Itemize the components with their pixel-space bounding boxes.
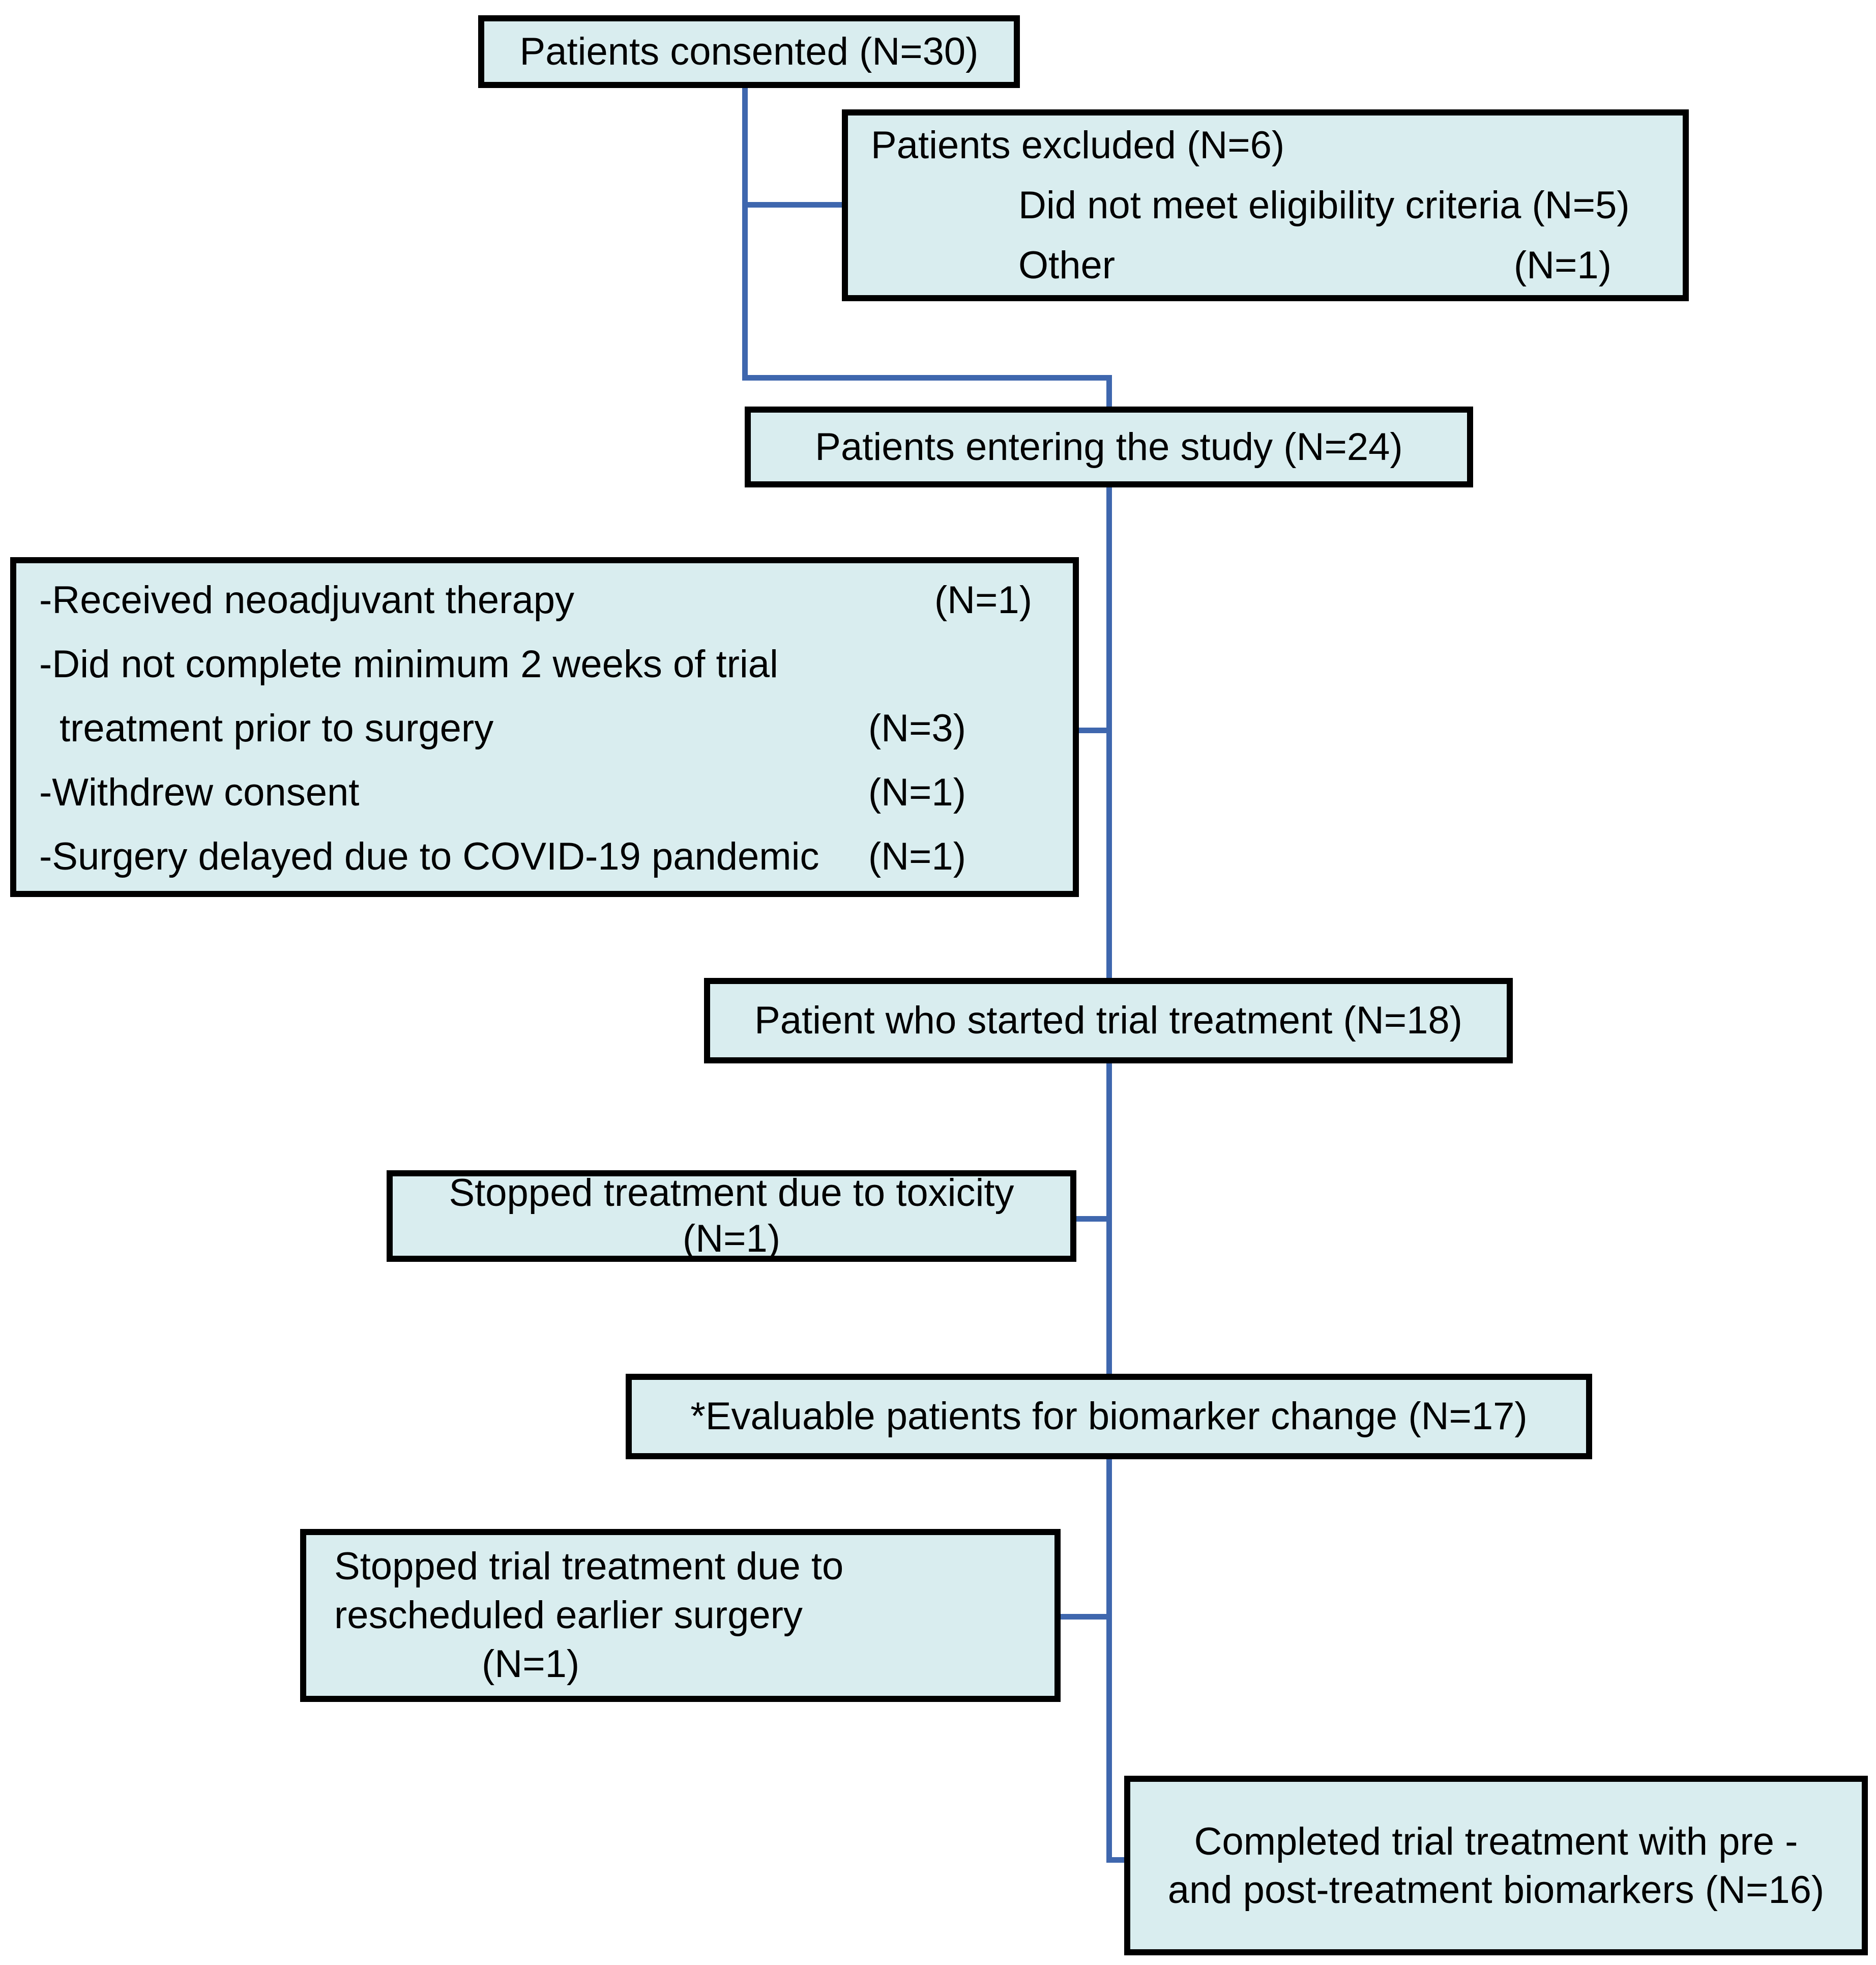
reason-withdrew-label: -Withdrew consent <box>39 771 360 814</box>
reason-neoadjuvant-value: (N=1) <box>934 579 1032 622</box>
box-patients-consented: Patients consented (N=30) <box>478 15 1020 88</box>
reason-row-incomplete-line2: treatment prior to surgery (N=3) <box>39 697 1042 761</box>
box-patients-excluded: Patients excluded (N=6) Did not meet eli… <box>842 109 1689 301</box>
patients-consented-label: Patients consented (N=30) <box>519 30 979 73</box>
reason-row-incomplete-line1: -Did not complete minimum 2 weeks of tri… <box>39 632 1042 697</box>
excluded-other-label: Other <box>1018 243 1116 287</box>
stopped-surgery-line1: Stopped trial treatment due to <box>334 1545 844 1588</box>
reason-prior-surgery-value: (N=3) <box>868 707 966 750</box>
excluded-title-row: Patients excluded (N=6) <box>871 115 1660 176</box>
excluded-title: Patients excluded (N=6) <box>871 123 1285 167</box>
evaluable-patients-label: *Evaluable patients for biomarker change… <box>690 1395 1528 1438</box>
stopped-toxicity-label: Stopped treatment due to toxicity <box>449 1171 1014 1215</box>
reason-row-covid: -Surgery delayed due to COVID-19 pandemi… <box>39 825 1042 889</box>
box-exclusion-reasons: -Received neoadjuvant therapy (N=1) -Did… <box>10 557 1079 897</box>
reason-prior-surgery-label: treatment prior to surgery <box>60 707 494 750</box>
reason-row-neoadjuvant: -Received neoadjuvant therapy (N=1) <box>39 568 1042 632</box>
connector-main-vertical <box>1106 375 1112 1863</box>
reason-covid-value: (N=1) <box>868 835 966 878</box>
completed-treatment-line1: Completed trial treatment with pre - <box>1194 1819 1798 1863</box>
box-patients-entering: Patients entering the study (N=24) <box>745 407 1473 487</box>
excluded-eligibility-label: Did not meet eligibility criteria (N=5) <box>1018 183 1630 227</box>
connector-branch-toxicity <box>1073 1216 1111 1222</box>
connector-branch-reasons <box>1076 728 1111 733</box>
reason-row-withdrew: -Withdrew consent (N=1) <box>39 761 1042 825</box>
box-evaluable-patients: *Evaluable patients for biomarker change… <box>626 1374 1592 1459</box>
box-stopped-toxicity: Stopped treatment due to toxicity (N=1) <box>387 1170 1076 1262</box>
reason-incomplete-label: -Did not complete minimum 2 weeks of tri… <box>39 643 778 686</box>
stopped-surgery-line2: rescheduled earlier surgery <box>334 1594 803 1637</box>
reason-neoadjuvant-label: -Received neoadjuvant therapy <box>39 579 575 622</box>
box-started-treatment: Patient who started trial treatment (N=1… <box>704 978 1513 1063</box>
reason-withdrew-value: (N=1) <box>868 771 966 814</box>
box-completed-treatment: Completed trial treatment with pre - and… <box>1124 1776 1868 1955</box>
reason-covid-label: -Surgery delayed due to COVID-19 pandemi… <box>39 835 819 878</box>
connector-stub-completed <box>1106 1857 1127 1863</box>
excluded-other-row: Other (N=1) <box>871 236 1660 296</box>
stopped-toxicity-value: (N=1) <box>682 1217 781 1260</box>
completed-treatment-line2: and post-treatment biomarkers (N=16) <box>1167 1868 1825 1912</box>
connector-branch-excluded <box>742 202 844 208</box>
connector-elbow-horizontal <box>742 375 1112 381</box>
connector-branch-stopped-surgery <box>1057 1614 1111 1620</box>
started-treatment-label: Patient who started trial treatment (N=1… <box>754 999 1462 1043</box>
excluded-eligibility-row: Did not meet eligibility criteria (N=5) <box>871 176 1660 236</box>
stopped-surgery-value: (N=1) <box>482 1642 580 1686</box>
excluded-other-value: (N=1) <box>1513 243 1611 287</box>
box-stopped-rescheduled-surgery: Stopped trial treatment due to reschedul… <box>300 1529 1061 1702</box>
patients-entering-label: Patients entering the study (N=24) <box>815 425 1403 469</box>
connector-consented-vertical <box>742 88 748 381</box>
